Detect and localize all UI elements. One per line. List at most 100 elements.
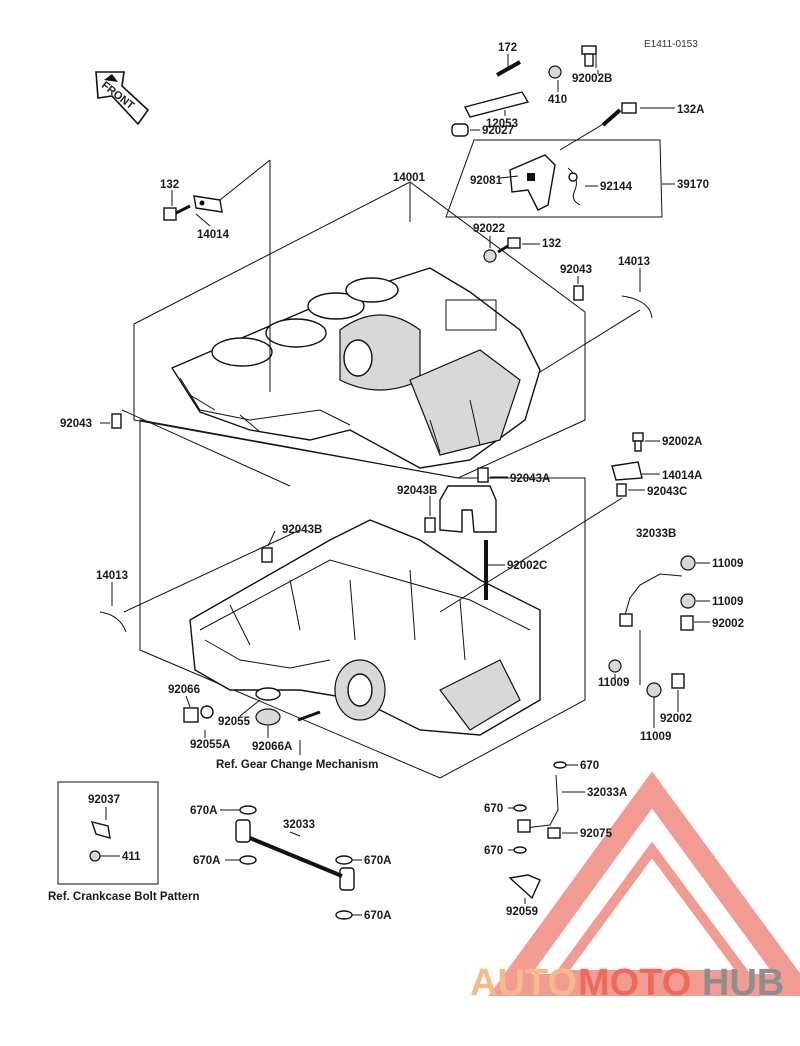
dowel-92043C-icon bbox=[616, 483, 627, 497]
dowel-92043B-low-icon bbox=[261, 547, 273, 563]
oil-pipe-32033B-icon bbox=[619, 573, 683, 627]
front-arrow-icon: FRONT bbox=[95, 71, 150, 126]
bolt-92002-a-icon bbox=[680, 615, 694, 631]
part-label-670A-d: 670A bbox=[364, 910, 392, 922]
ref-crankcase-bolt: Ref. Crankcase Bolt Pattern bbox=[48, 891, 199, 903]
bracket-assembly-box bbox=[445, 139, 663, 218]
part-label-92059: 92059 bbox=[506, 906, 538, 918]
part-label-172: 172 bbox=[498, 42, 517, 54]
part-label-132A: 132A bbox=[677, 104, 705, 116]
part-label-92027: 92027 bbox=[482, 125, 514, 137]
watermark-logo: AUTO MOTO HUB bbox=[470, 962, 784, 1004]
bracket-14014A-icon bbox=[611, 461, 643, 481]
part-label-32033A: 32033A bbox=[587, 787, 627, 799]
dowel-92043-left-icon bbox=[111, 413, 122, 429]
washer-92022-icon bbox=[483, 249, 497, 263]
leader-lines bbox=[100, 54, 710, 916]
lower-crankcase-half bbox=[189, 519, 541, 736]
part-label-92043A: 92043A bbox=[510, 473, 550, 485]
part-label-92066: 92066 bbox=[168, 684, 200, 696]
ref-gear-change: Ref. Gear Change Mechanism bbox=[216, 759, 378, 771]
part-label-92043-top: 92043 bbox=[560, 264, 592, 276]
part-label-92043B-mid: 92043B bbox=[397, 485, 437, 497]
watermark-triangle bbox=[488, 771, 800, 996]
part-label-14014: 14014 bbox=[197, 229, 230, 241]
upper-crankcase-box bbox=[133, 181, 586, 479]
bolt-92002B-icon bbox=[581, 45, 597, 67]
washer-11009-d-icon bbox=[646, 682, 662, 698]
washer-11009-a-icon bbox=[680, 555, 696, 571]
crankcase-bolt-box bbox=[57, 781, 159, 885]
dowel-92043A-icon bbox=[477, 467, 489, 483]
nut-411-icon bbox=[89, 850, 101, 862]
upper-crankcase-half bbox=[170, 267, 541, 469]
part-label-92055A: 92055A bbox=[190, 739, 230, 751]
plug-92066-icon bbox=[183, 707, 199, 723]
washer-670-a-icon bbox=[553, 761, 567, 769]
washer-670-b-icon bbox=[513, 804, 527, 812]
part-label-92002B: 92002B bbox=[572, 73, 612, 85]
bracket-12053-icon bbox=[463, 91, 530, 118]
part-label-670-a: 670 bbox=[580, 760, 599, 772]
part-label-92066A: 92066A bbox=[252, 741, 292, 753]
part-label-14014A: 14014A bbox=[662, 470, 702, 482]
part-label-14001: 14001 bbox=[393, 172, 426, 184]
part-label-670A-a: 670A bbox=[190, 805, 218, 817]
part-label-11009-c: 11009 bbox=[598, 677, 629, 689]
part-label-92075: 92075 bbox=[580, 828, 613, 840]
shaft-icon bbox=[297, 710, 321, 722]
bearing-cap-icon bbox=[439, 485, 497, 533]
plug-92066A-icon bbox=[255, 708, 281, 726]
watermark-part2: MOTO bbox=[578, 962, 691, 1004]
part-label-92022: 92022 bbox=[473, 223, 505, 235]
part-label-670-b: 670 bbox=[484, 803, 503, 815]
part-label-32033B: 32033B bbox=[636, 528, 676, 540]
washer-670A-a-icon bbox=[239, 805, 257, 815]
part-label-14013-left: 14013 bbox=[96, 570, 128, 582]
washer-670A-b-icon bbox=[239, 855, 257, 865]
bolt-92037-icon bbox=[90, 821, 111, 839]
washer-670-c-icon bbox=[513, 846, 527, 854]
collar-92027-icon bbox=[451, 123, 469, 137]
plate-14014-icon bbox=[193, 195, 223, 213]
oil-pipe-32033-icon bbox=[235, 819, 355, 891]
part-label-11009-d: 11009 bbox=[640, 731, 671, 743]
clamp-92075-icon bbox=[547, 827, 561, 839]
part-label-32033: 32033 bbox=[283, 819, 315, 831]
lower-crankcase-box bbox=[139, 419, 586, 779]
bolt-132-icon bbox=[163, 204, 191, 221]
bolt-132-mid-icon bbox=[497, 237, 521, 254]
watermark-part3: HUB bbox=[702, 962, 784, 1004]
part-label-92043C: 92043C bbox=[647, 486, 687, 498]
part-label-132-mid: 132 bbox=[542, 238, 561, 250]
part-label-92081: 92081 bbox=[470, 175, 503, 187]
part-label-11009-a: 11009 bbox=[712, 558, 743, 570]
part-label-670-c: 670 bbox=[484, 845, 503, 857]
dowel-92043-top-icon bbox=[573, 285, 584, 301]
drawing-code: E1411-0153 bbox=[644, 39, 698, 50]
stud-172-icon bbox=[496, 60, 521, 77]
oil-pipe-32033A-icon bbox=[517, 774, 559, 833]
washer-11009-b-icon bbox=[680, 593, 696, 609]
part-label-132-left: 132 bbox=[160, 179, 179, 191]
part-label-92002-a: 92002 bbox=[712, 618, 744, 630]
part-label-411: 411 bbox=[122, 851, 141, 863]
part-label-92002C: 92002C bbox=[507, 560, 547, 572]
part-label-92037: 92037 bbox=[88, 794, 120, 806]
nut-410-icon bbox=[548, 65, 562, 79]
part-label-11009-b: 11009 bbox=[712, 596, 743, 608]
part-label-92055: 92055 bbox=[218, 716, 251, 728]
half-ring-14013-right-icon bbox=[621, 295, 653, 319]
oring-92055A-icon bbox=[200, 705, 214, 719]
washer-670A-c-icon bbox=[335, 855, 353, 865]
pipe-92059-icon bbox=[508, 874, 541, 900]
washer-11009-c-icon bbox=[608, 659, 622, 673]
part-label-92002A: 92002A bbox=[662, 436, 702, 448]
part-label-410: 410 bbox=[548, 94, 567, 106]
bolt-92002-b-icon bbox=[671, 673, 685, 689]
oring-92055-icon bbox=[255, 687, 281, 701]
half-ring-14013-left-icon bbox=[99, 611, 127, 633]
part-label-92144: 92144 bbox=[600, 181, 633, 193]
